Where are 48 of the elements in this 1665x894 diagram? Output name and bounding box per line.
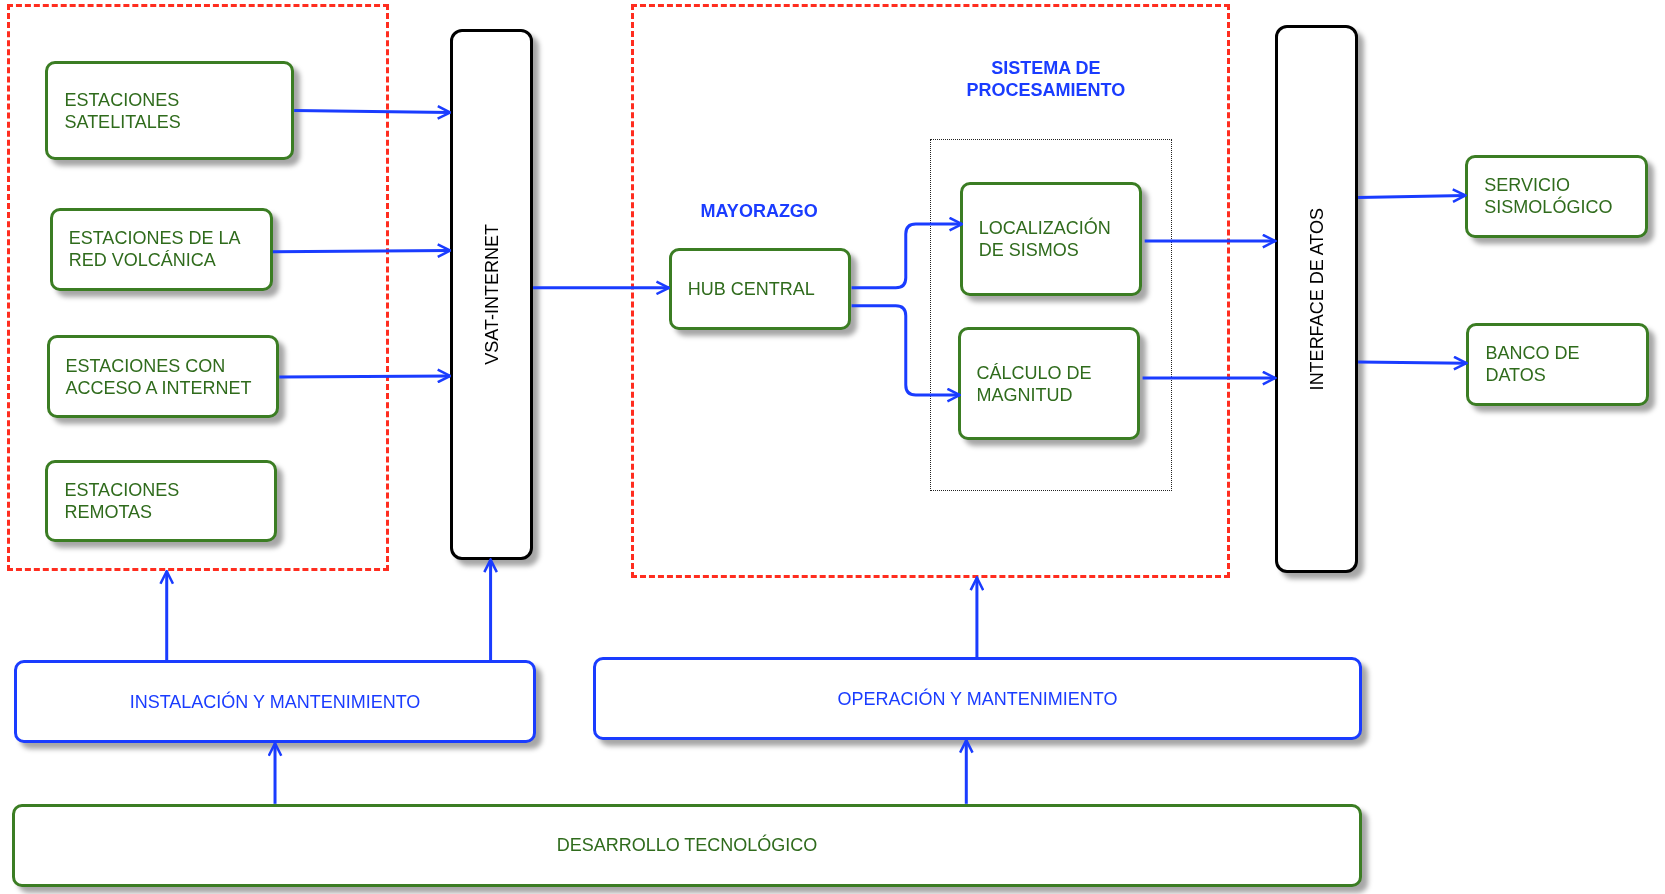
- arrow: [1358, 355, 1468, 371]
- group-heading: MAYORAZGO: [699, 199, 819, 222]
- process-box: [13, 660, 537, 744]
- arrow: [851, 216, 964, 290]
- process-box: [45, 61, 294, 161]
- arrow: [851, 304, 962, 403]
- node-label: ESTACIONES REMOTAS: [64, 479, 181, 523]
- arrow: [267, 742, 283, 804]
- dashed-group-box: [7, 4, 389, 572]
- process-box: [668, 248, 852, 330]
- node-label: INTERFACE DE ATOS: [1305, 208, 1328, 391]
- arrow: [1142, 370, 1277, 386]
- arrow: [159, 570, 175, 661]
- arrow: [279, 368, 452, 384]
- node-label: INSTALACIÓN Y MANTENIMIENTO: [129, 690, 421, 713]
- arrow: [294, 104, 452, 120]
- node-label: HUB CENTRAL: [687, 278, 815, 301]
- arrow: [1144, 233, 1277, 249]
- arrow: [533, 280, 671, 296]
- node-label: DESARROLLO TECNOLÓGICO: [556, 834, 818, 857]
- node-label: BANCO DE DATOS: [1485, 342, 1581, 387]
- arrow: [958, 738, 974, 804]
- vertical-bar-box: [1275, 25, 1359, 574]
- process-box: [11, 803, 1363, 887]
- process-box: [49, 207, 273, 291]
- node-label: ESTACIONES SATELITALES: [64, 88, 182, 133]
- process-box: [46, 335, 280, 419]
- process-box: [957, 326, 1141, 441]
- arrow: [969, 576, 985, 658]
- process-box: [1465, 155, 1648, 238]
- node-label: OPERACIÓN Y MANTENIMIENTO: [837, 687, 1118, 710]
- arrow: [483, 558, 499, 661]
- process-box: [959, 182, 1143, 296]
- vertical-bar-box: [450, 28, 534, 560]
- group-heading: SISTEMA DE PROCESAMIENTO: [965, 57, 1127, 102]
- arrow: [272, 243, 452, 259]
- node-label: ESTACIONES DE LA RED VOLCÁNICA: [68, 227, 241, 272]
- dashed-group-box: [630, 4, 1230, 578]
- process-box: [45, 459, 277, 543]
- arrow: [1358, 188, 1467, 204]
- process-box: [1466, 322, 1650, 406]
- node-label: VSAT-INTERNET: [480, 223, 503, 365]
- process-box: [592, 657, 1363, 741]
- node-label: CÁLCULO DE MAGNITUD: [976, 361, 1093, 406]
- node-label: SERVICIO SISMOLÓGICO: [1484, 174, 1614, 219]
- node-label: ESTACIONES CON ACCESO A INTERNET: [65, 354, 253, 399]
- node-label: LOCALIZACIÓN DE SISMOS: [978, 217, 1112, 262]
- dotted-group-box: [930, 138, 1173, 492]
